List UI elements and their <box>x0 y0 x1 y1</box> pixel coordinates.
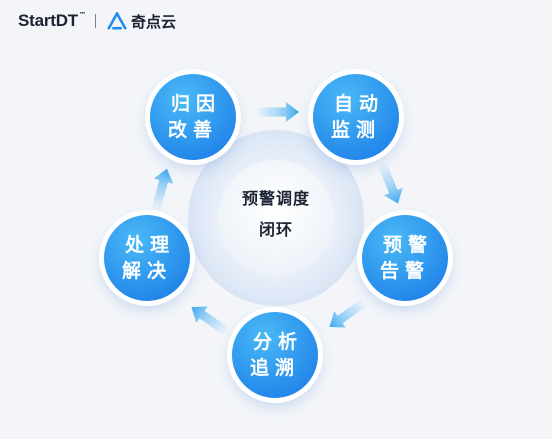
arrow-yujing-to-fenxi <box>329 299 367 328</box>
arrow-fenxi-to-chuli <box>191 306 229 335</box>
node-guiyin-gaishan: 归因改善 <box>150 74 236 160</box>
arrow-zidong-to-yujing <box>378 162 403 204</box>
center-core <box>218 160 334 276</box>
node-label: 自动监测 <box>330 93 384 141</box>
node-chuli-jiejue: 处理解决 <box>104 215 190 301</box>
arrow-guiyin-to-zidong <box>257 102 299 122</box>
node-label: 分析追溯 <box>249 331 303 379</box>
node-label: 归因改善 <box>167 93 221 141</box>
trademark-mark: ™ <box>79 11 86 19</box>
brand-chinese-name: 奇点云 <box>131 12 177 31</box>
node-zidong-jiance: 自动监测 <box>313 74 399 160</box>
center-label-line-1: 预警调度 <box>241 189 310 208</box>
arrow-chuli-to-guiyin <box>151 168 174 211</box>
node-label: 处理解决 <box>121 234 175 282</box>
center-label-line-2: 闭环 <box>258 220 293 239</box>
center-label: 预警调度 闭环 <box>226 183 326 255</box>
node-yujing-gaojing: 预警告警 <box>362 215 448 301</box>
node-fenxi-zhuisu: 分析追溯 <box>232 312 318 398</box>
node-label: 预警告警 <box>379 234 433 282</box>
brand-divider <box>95 14 96 28</box>
startdt-logo-icon <box>107 12 127 30</box>
brand-name: StartDT <box>18 11 78 30</box>
